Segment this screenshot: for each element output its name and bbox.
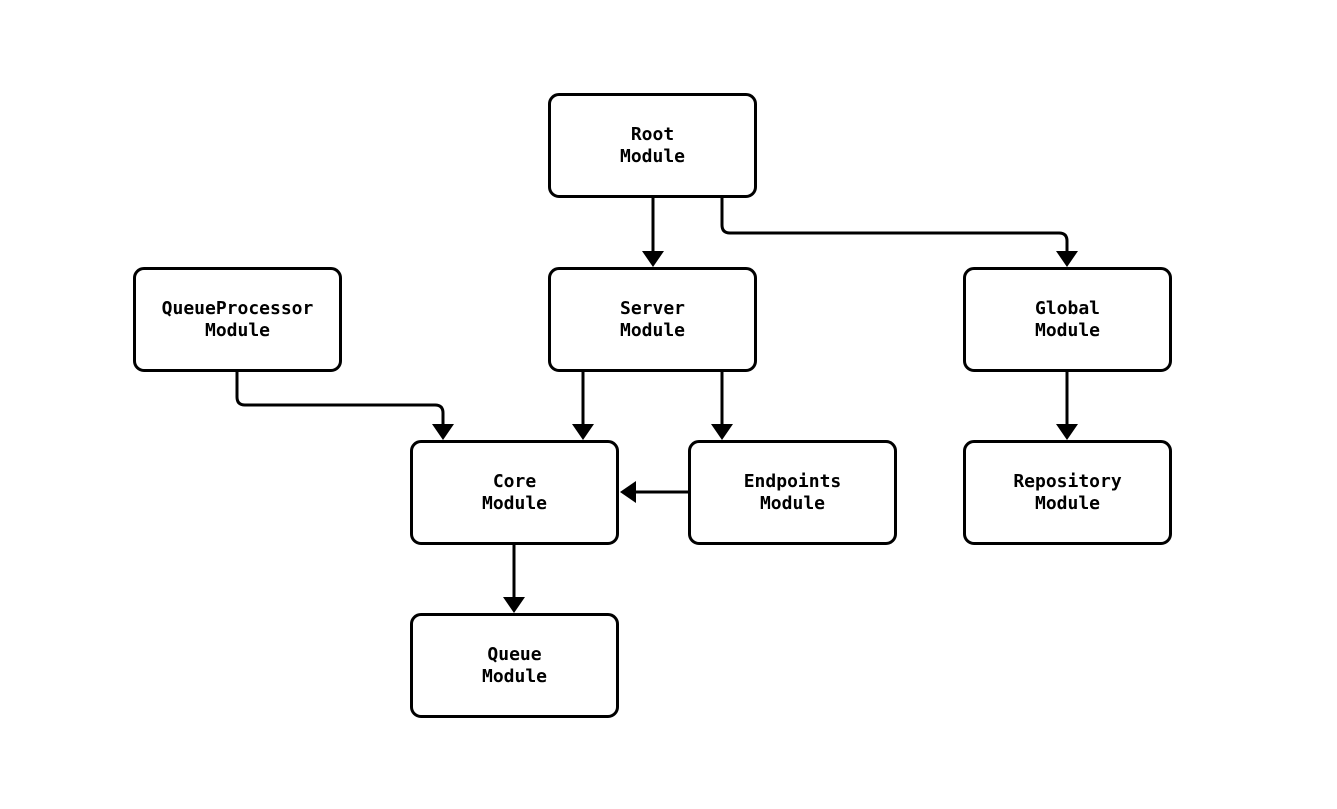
node-repository-module: Repository Module bbox=[963, 440, 1172, 545]
node-server-module: Server Module bbox=[548, 267, 757, 372]
edge-queueprocessor-to-core bbox=[235, 372, 454, 440]
node-core-module: Core Module bbox=[410, 440, 619, 545]
node-queue-module: Queue Module bbox=[410, 613, 619, 718]
edge-root-to-global bbox=[720, 198, 1078, 267]
node-queueprocessor-module: QueueProcessor Module bbox=[133, 267, 342, 372]
node-root-module: Root Module bbox=[548, 93, 757, 198]
node-global-module: Global Module bbox=[963, 267, 1172, 372]
node-endpoints-module: Endpoints Module bbox=[688, 440, 897, 545]
